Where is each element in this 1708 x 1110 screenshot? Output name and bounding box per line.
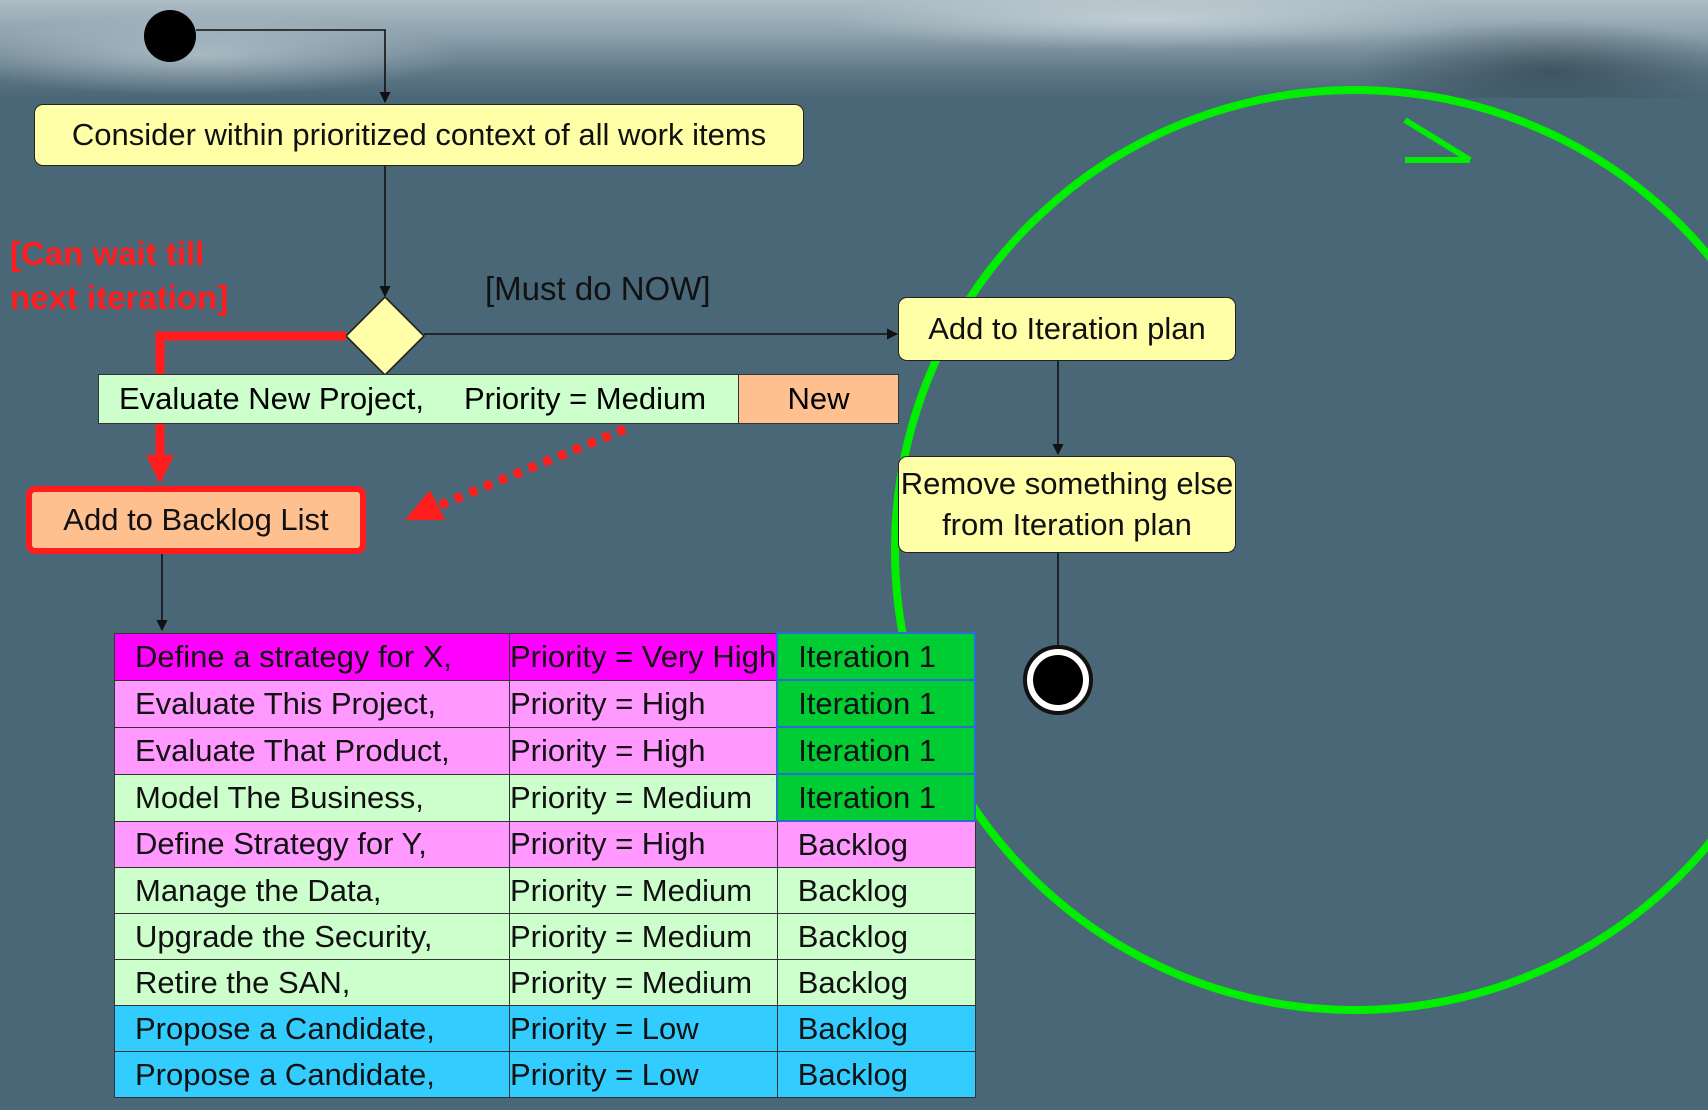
work-item-priority: Priority = High [509,726,778,775]
edge-start-to-consider [196,29,391,104]
work-item-status: Iteration 1 [776,726,977,775]
work-item-name: Define Strategy for Y, [114,820,510,868]
work-item-status: Iteration 1 [776,679,977,728]
work-item-priority: Priority = Low [509,1051,778,1098]
work-item-status: Backlog [776,1005,976,1052]
work-items-table: Define a strategy for X,Priority = Very … [114,632,977,1098]
work-item-status: Iteration 1 [776,632,977,681]
new-item-status-label: New [787,381,850,416]
work-item-name: Propose a Candidate, [114,1005,510,1052]
table-row: Define a strategy for X,Priority = Very … [114,632,977,681]
header-banner [0,0,1708,98]
new-item-to-backlog-dotted-arrowhead [405,490,445,520]
work-item-name: Propose a Candidate, [114,1051,510,1098]
work-item-status: Backlog [776,913,976,960]
final-node-dot [1033,655,1083,705]
new-item-main: Evaluate New Project, Priority = Medium [98,374,739,424]
new-item-status: New [739,374,899,424]
work-item-priority: Priority = Medium [509,773,778,822]
work-items-body: Define a strategy for X,Priority = Very … [114,632,977,1098]
guard-can-wait: [Can wait till next iteration] [10,235,229,316]
edge-decision-to-backlog-arrowhead [146,455,174,484]
work-item-status: Iteration 1 [776,773,977,822]
work-item-priority: Priority = Low [509,1005,778,1052]
remove-something-node[interactable]: Remove something else from Iteration pla… [898,456,1236,553]
new-item-to-backlog-dotted-arrow [436,424,627,511]
work-item-priority: Priority = High [509,679,778,728]
work-item-name: Upgrade the Security, [114,913,510,960]
add-backlog-node[interactable]: Add to Backlog List [26,486,366,554]
guard-must-do: [Must do NOW] [485,270,711,307]
work-item-priority: Priority = Medium [509,913,778,960]
work-item-priority: Priority = Very High [509,632,778,681]
new-item-name: Evaluate New Project, [119,381,424,416]
work-item-name: Define a strategy for X, [114,632,510,681]
new-item-priority: Priority = Medium [464,381,707,416]
work-item-name: Evaluate That Product, [114,726,510,775]
add-iteration-node[interactable]: Add to Iteration plan [898,297,1236,361]
work-item-status: Backlog [776,820,976,868]
new-work-item: Evaluate New Project, Priority = Medium … [98,374,899,424]
initial-node [144,10,196,62]
decision-node [344,295,426,377]
iteration-cycle-circle [891,86,1708,1014]
work-item-name: Retire the SAN, [114,959,510,1006]
work-item-priority: Priority = Medium [509,867,778,914]
iteration-cycle-arrowhead [1403,117,1472,163]
work-item-name: Model The Business, [114,773,510,822]
work-item-priority: Priority = Medium [509,959,778,1006]
work-item-status: Backlog [776,959,976,1006]
work-item-status: Backlog [776,867,976,914]
work-item-name: Evaluate This Project, [114,679,510,728]
work-item-status: Backlog [776,1051,976,1098]
work-item-priority: Priority = High [509,820,778,868]
consider-node[interactable]: Consider within prioritized context of a… [34,104,804,166]
work-item-name: Manage the Data, [114,867,510,914]
